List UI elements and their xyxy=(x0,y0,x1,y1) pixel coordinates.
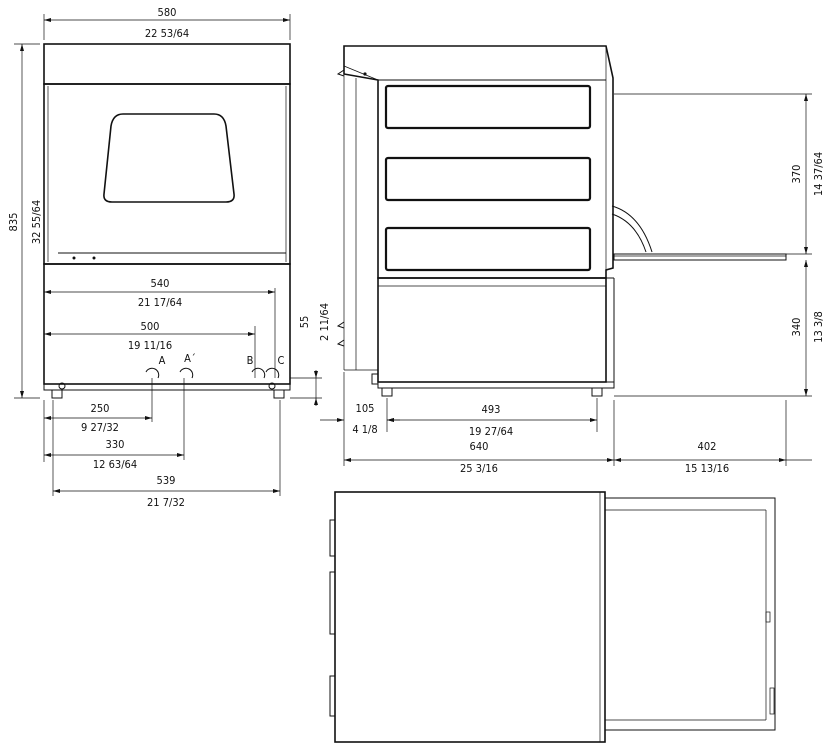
side-panel-3 xyxy=(384,226,592,272)
dim-835-inch: 32 55/64 xyxy=(30,200,43,244)
dim-539: 539 xyxy=(157,474,176,487)
dim-580: 580 xyxy=(158,6,177,19)
connection-b: B xyxy=(247,354,254,367)
dim-370-inch: 14 37/64 xyxy=(812,152,825,196)
dim-402-inch: 15 13/16 xyxy=(685,462,729,475)
dim-330-inch: 12 63/64 xyxy=(93,458,137,471)
dim-250-inch: 9 27/32 xyxy=(81,421,119,434)
side-panel-2 xyxy=(384,156,592,202)
door-window xyxy=(103,113,235,203)
foot-right xyxy=(273,389,285,399)
front-dimensions: 580 22 53/64 835 32 55/64 540 21 17/64 5… xyxy=(7,6,331,509)
foot-left xyxy=(51,389,63,399)
dim-340: 340 xyxy=(790,318,803,337)
side-lower-body xyxy=(377,277,607,383)
connection-a: A xyxy=(159,354,166,367)
dim-540-inch: 21 17/64 xyxy=(138,296,182,309)
top-handle-1 xyxy=(329,519,335,557)
dim-539-inch: 21 7/32 xyxy=(147,496,185,509)
top-handle-2 xyxy=(329,571,335,635)
dim-330: 330 xyxy=(106,438,125,451)
front-lid xyxy=(43,43,291,85)
dim-105: 105 xyxy=(356,402,375,415)
dim-105-inch: 4 1/8 xyxy=(352,423,377,436)
side-foot-right xyxy=(591,387,603,397)
side-dimensions: 370 14 37/64 340 13 3/8 105 4 1/8 493 19… xyxy=(320,93,825,475)
dim-493-inch: 19 27/64 xyxy=(469,425,513,438)
dim-500-inch: 19 11/16 xyxy=(128,339,172,352)
front-view xyxy=(43,43,291,399)
side-panel-1 xyxy=(384,84,592,130)
side-view xyxy=(336,45,787,397)
dim-370: 370 xyxy=(790,165,803,184)
top-handle-3 xyxy=(329,675,335,717)
dim-500: 500 xyxy=(141,320,160,333)
dim-540: 540 xyxy=(151,277,170,290)
dim-55-inch: 2 11/64 xyxy=(318,303,331,341)
dim-580-inch: 22 53/64 xyxy=(145,27,189,40)
side-upper-body xyxy=(343,45,614,279)
dim-493: 493 xyxy=(482,403,501,416)
dim-402: 402 xyxy=(698,440,717,453)
side-foot-left xyxy=(381,387,393,397)
dim-340-inch: 13 3/8 xyxy=(812,311,825,343)
dim-55: 55 xyxy=(298,316,311,329)
front-door xyxy=(43,83,291,265)
connection-c: C xyxy=(278,354,285,367)
side-base xyxy=(377,381,615,389)
top-body xyxy=(334,491,606,743)
connection-a-prime: A´ xyxy=(184,352,196,365)
dim-640-inch: 25 3/16 xyxy=(460,462,498,475)
front-base xyxy=(43,383,291,391)
open-door-shelf xyxy=(613,253,787,261)
dim-640: 640 xyxy=(470,440,489,453)
top-view xyxy=(329,491,776,743)
top-open-door xyxy=(604,497,776,731)
dim-250: 250 xyxy=(91,402,110,415)
dim-835: 835 xyxy=(7,213,20,232)
